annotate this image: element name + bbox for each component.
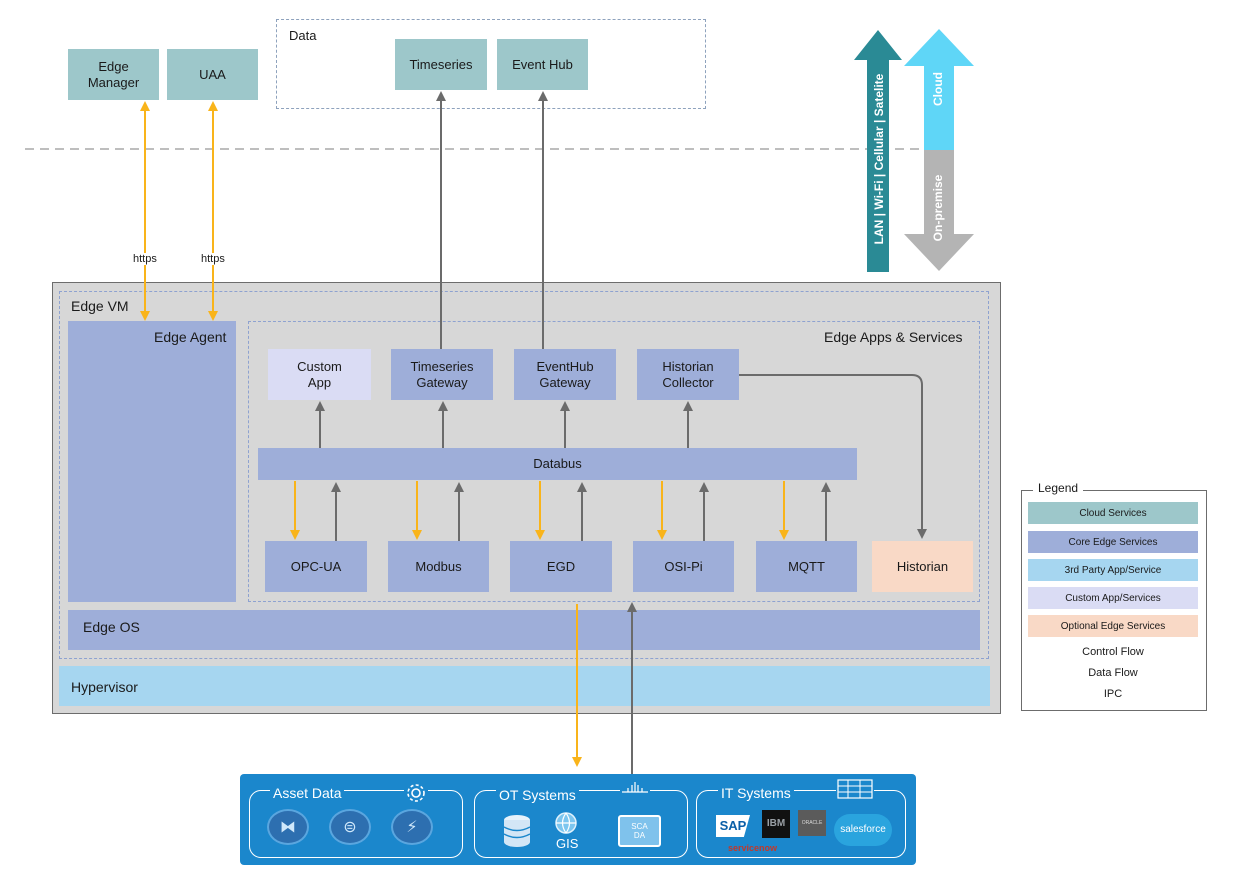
legend-custom-app: Custom App/Services xyxy=(1028,587,1198,609)
network-arrow xyxy=(854,30,902,272)
database-icon xyxy=(502,814,532,848)
edge-agent-box xyxy=(68,321,236,602)
eventhub-gateway-box: EventHub Gateway xyxy=(514,349,616,400)
side-arrows xyxy=(854,29,974,272)
it-systems-panel xyxy=(696,790,906,858)
ot-systems-title: OT Systems xyxy=(496,787,579,803)
legend-core-edge-services: Core Edge Services xyxy=(1028,531,1198,553)
hypervisor-box xyxy=(59,666,990,706)
timeseries-gateway-box: Timeseries Gateway xyxy=(391,349,493,400)
legend-control-flow-row: Control Flow xyxy=(1028,642,1198,660)
data-frame-label: Data xyxy=(289,28,317,43)
hypervisor-label: Hypervisor xyxy=(71,679,138,695)
legend-title: Legend xyxy=(1033,481,1084,495)
on-premise-arrow xyxy=(904,150,974,271)
servicenow-logo: servicenow xyxy=(728,843,778,853)
asset-data-title: Asset Data xyxy=(270,785,345,801)
edge-os-box xyxy=(68,610,980,650)
legend-ipc: IPC xyxy=(1100,688,1126,700)
data-frame xyxy=(276,19,706,109)
it-systems-title: IT Systems xyxy=(718,785,794,801)
edge-agent-label: Edge Agent xyxy=(154,329,227,345)
timeseries-box: Timeseries xyxy=(395,39,487,90)
edge-vm-label: Edge VM xyxy=(71,298,129,314)
historian-collector-box: Historian Collector xyxy=(637,349,739,400)
edge-vm-frame xyxy=(59,291,989,659)
historian-collector-data-flow xyxy=(739,374,927,539)
salesforce-logo: salesforce xyxy=(834,814,892,846)
legend-third-party: 3rd Party App/Service xyxy=(1028,559,1198,581)
edge-apps-label: Edge Apps & Services xyxy=(824,329,963,345)
server-rack-icon xyxy=(836,778,874,800)
opc-ua-box: OPC-UA xyxy=(265,541,367,592)
egd-box: EGD xyxy=(510,541,612,592)
legend-ipc-row: IPC xyxy=(1028,684,1198,702)
pump-icon: ⊜ xyxy=(329,809,371,845)
historian-box: Historian xyxy=(872,541,973,592)
uaa-box: UAA xyxy=(167,49,258,100)
cloud-arrow xyxy=(904,29,974,150)
oracle-logo: ORACLE xyxy=(798,810,826,836)
modbus-box: Modbus xyxy=(388,541,489,592)
https-label-edge-manager: https xyxy=(131,253,159,265)
signal-icon xyxy=(620,780,650,794)
ot-systems-panel xyxy=(474,790,688,858)
gis-label: GIS xyxy=(556,836,579,851)
edge-manager-box: Edge Manager xyxy=(68,49,159,100)
osi-pi-box: OSI-Pi xyxy=(633,541,734,592)
valve-icon: ⧓ xyxy=(267,809,309,845)
custom-app-box: Custom App xyxy=(268,349,371,400)
ibm-logo: IBM xyxy=(762,810,790,838)
https-label-uaa: https xyxy=(199,253,227,265)
legend-control-flow: Control Flow xyxy=(1079,646,1147,658)
legend-data-flow: Data Flow xyxy=(1085,667,1141,679)
legend-data-flow-row: Data Flow xyxy=(1028,663,1198,681)
legend-cloud-services: Cloud Services xyxy=(1028,502,1198,524)
scada-icon: SCA DA xyxy=(618,815,661,847)
mqtt-box: MQTT xyxy=(756,541,857,592)
asset-data-panel xyxy=(249,790,463,858)
event-hub-box: Event Hub xyxy=(497,39,588,90)
sap-logo: SAP xyxy=(716,815,750,837)
edge-os-label: Edge OS xyxy=(83,619,140,635)
gear-icon xyxy=(404,781,428,805)
globe-icon xyxy=(554,811,578,835)
legend-optional-edge: Optional Edge Services xyxy=(1028,615,1198,637)
edge-apps-frame xyxy=(248,321,980,602)
power-icon: ⚡ xyxy=(391,809,433,845)
databus-box: Databus xyxy=(258,448,857,480)
